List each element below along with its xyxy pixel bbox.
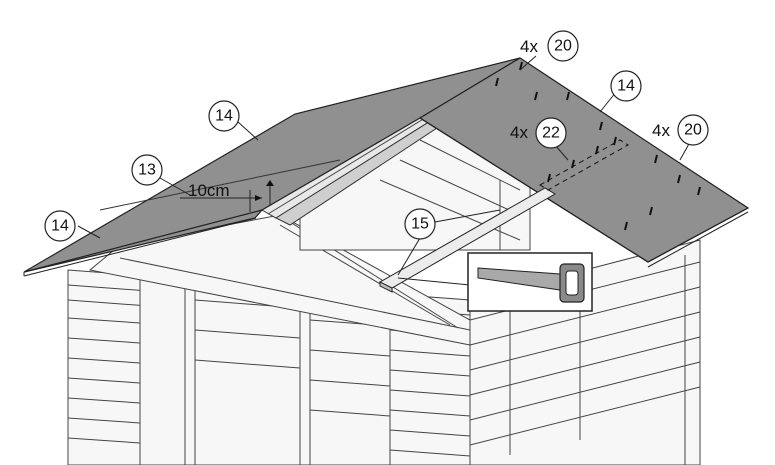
- support-beam: [378, 187, 556, 293]
- callout-13: 13: [131, 154, 163, 186]
- callout-14-left-label: 14: [51, 218, 69, 235]
- qty-20-right-label: 4x: [652, 121, 670, 140]
- callout-20-top-label: 20: [554, 38, 572, 55]
- roof-panel-right: [418, 57, 750, 268]
- callout-22: 4x 22: [510, 117, 567, 149]
- nail-marks: [495, 61, 701, 231]
- batten-dashed-outline: [539, 139, 629, 191]
- callout-14-right-label: 14: [617, 78, 635, 95]
- callout-13-label: 13: [138, 162, 156, 179]
- callout-22-label: 22: [542, 125, 560, 142]
- leader-lines: [77, 55, 691, 286]
- callout-14-top-label: 14: [215, 108, 233, 125]
- saw-icon: [467, 252, 593, 312]
- callout-14-right: 14: [610, 70, 642, 102]
- callout-20-right-label: 20: [684, 122, 702, 139]
- overhang-measurement-label: 10cm: [188, 181, 230, 200]
- callout-14-top: 14: [208, 100, 240, 132]
- front-gable: [88, 214, 471, 346]
- callout-20-right: 4x 20: [652, 114, 709, 146]
- callout-15: 15: [404, 208, 436, 240]
- qty-22-label: 4x: [510, 123, 528, 142]
- callout-14-left: 14: [44, 210, 76, 242]
- callout-20-top: 4x 20: [520, 30, 579, 62]
- overhang-dimension: 10cm: [180, 180, 274, 212]
- callout-15-label: 15: [411, 216, 429, 233]
- qty-20-top-label: 4x: [520, 37, 538, 56]
